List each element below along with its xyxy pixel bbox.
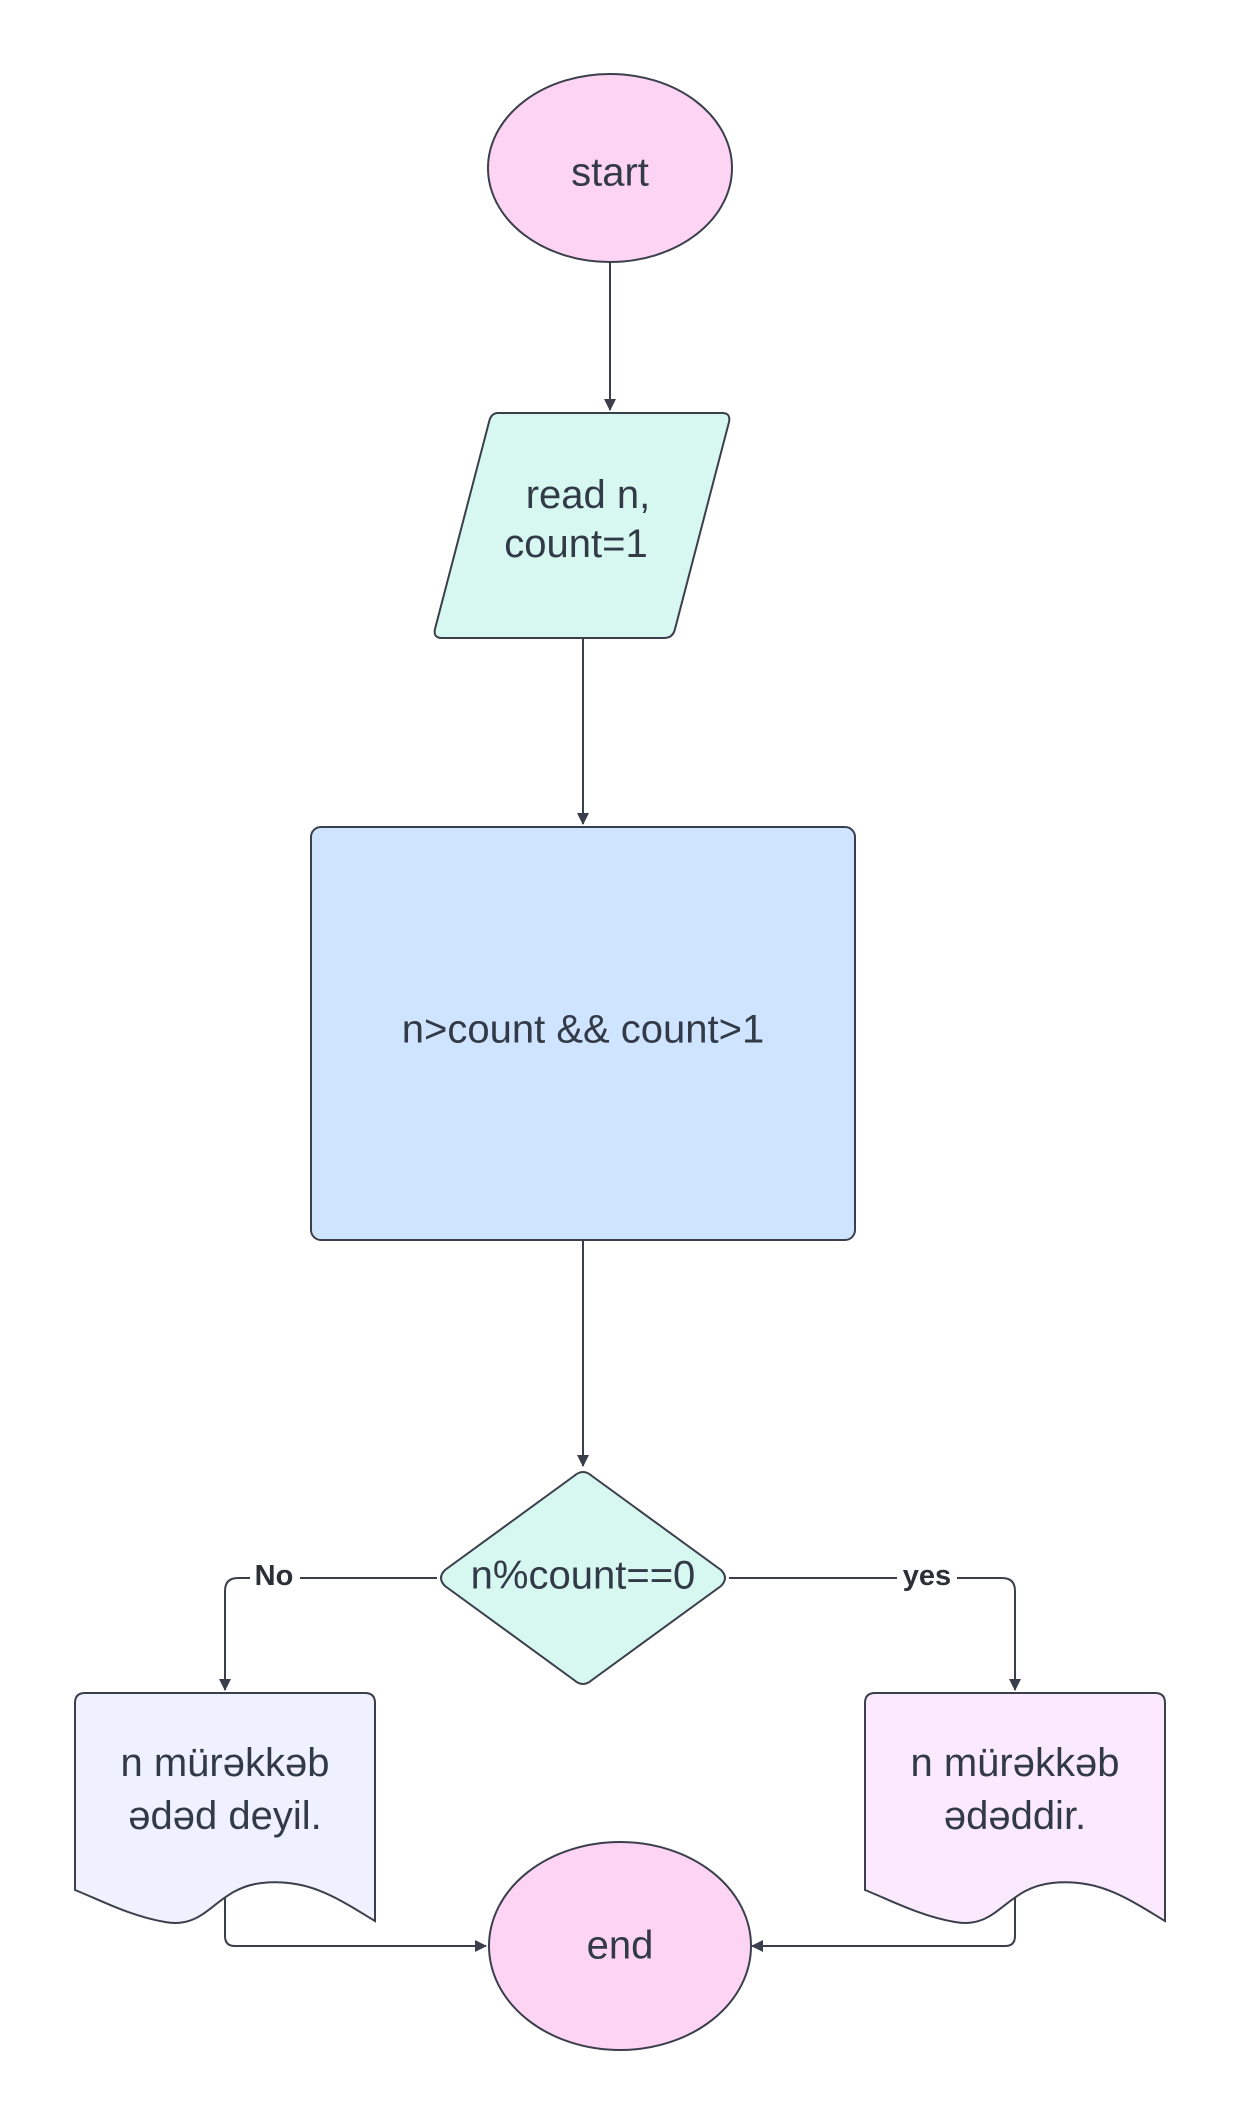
- edge-decision-yes: [729, 1577, 1021, 1691]
- start-label: start: [571, 151, 649, 195]
- node-start: start: [487, 73, 733, 263]
- output-yes-shape: [864, 1692, 1166, 1925]
- node-end: end: [488, 1841, 752, 2051]
- node-read-input: read n, count=1: [433, 412, 731, 639]
- output-no-line-1: n mürəkkəb: [121, 1741, 330, 1785]
- edge-no-to-end: [224, 1898, 487, 1952]
- read-input-line-1: read n,: [526, 473, 651, 517]
- process-shape: [310, 826, 856, 1241]
- output-yes-line-1: n mürəkkəb: [911, 1741, 1120, 1785]
- node-output-no: n mürəkkəb ədəd deyil.: [74, 1692, 376, 1925]
- end-terminal-shape: [488, 1841, 752, 2051]
- edge-decision-no: [219, 1577, 437, 1691]
- edge-label-no: No: [255, 1560, 294, 1592]
- decision-label: n%count==0: [471, 1554, 696, 1598]
- node-decision: n%count==0: [440, 1471, 726, 1685]
- read-input-shape: [433, 412, 731, 639]
- output-yes-line-2: ədəddir.: [944, 1794, 1086, 1838]
- node-process: n>count && count>1: [310, 826, 856, 1241]
- read-input-line-2: count=1: [504, 522, 647, 566]
- end-label: end: [587, 1924, 654, 1968]
- process-label: n>count && count>1: [402, 1008, 765, 1052]
- edge-label-yes: yes: [903, 1560, 951, 1592]
- node-output-yes: n mürəkkəb ədəddir.: [864, 1692, 1166, 1925]
- edges: No yes: [219, 262, 1021, 1952]
- edge-yes-to-end: [751, 1898, 1016, 1952]
- output-no-line-2: ədəd deyil.: [128, 1794, 321, 1838]
- output-no-shape: [74, 1692, 376, 1925]
- decision-shape: [440, 1471, 726, 1685]
- start-terminal-shape: [487, 73, 733, 263]
